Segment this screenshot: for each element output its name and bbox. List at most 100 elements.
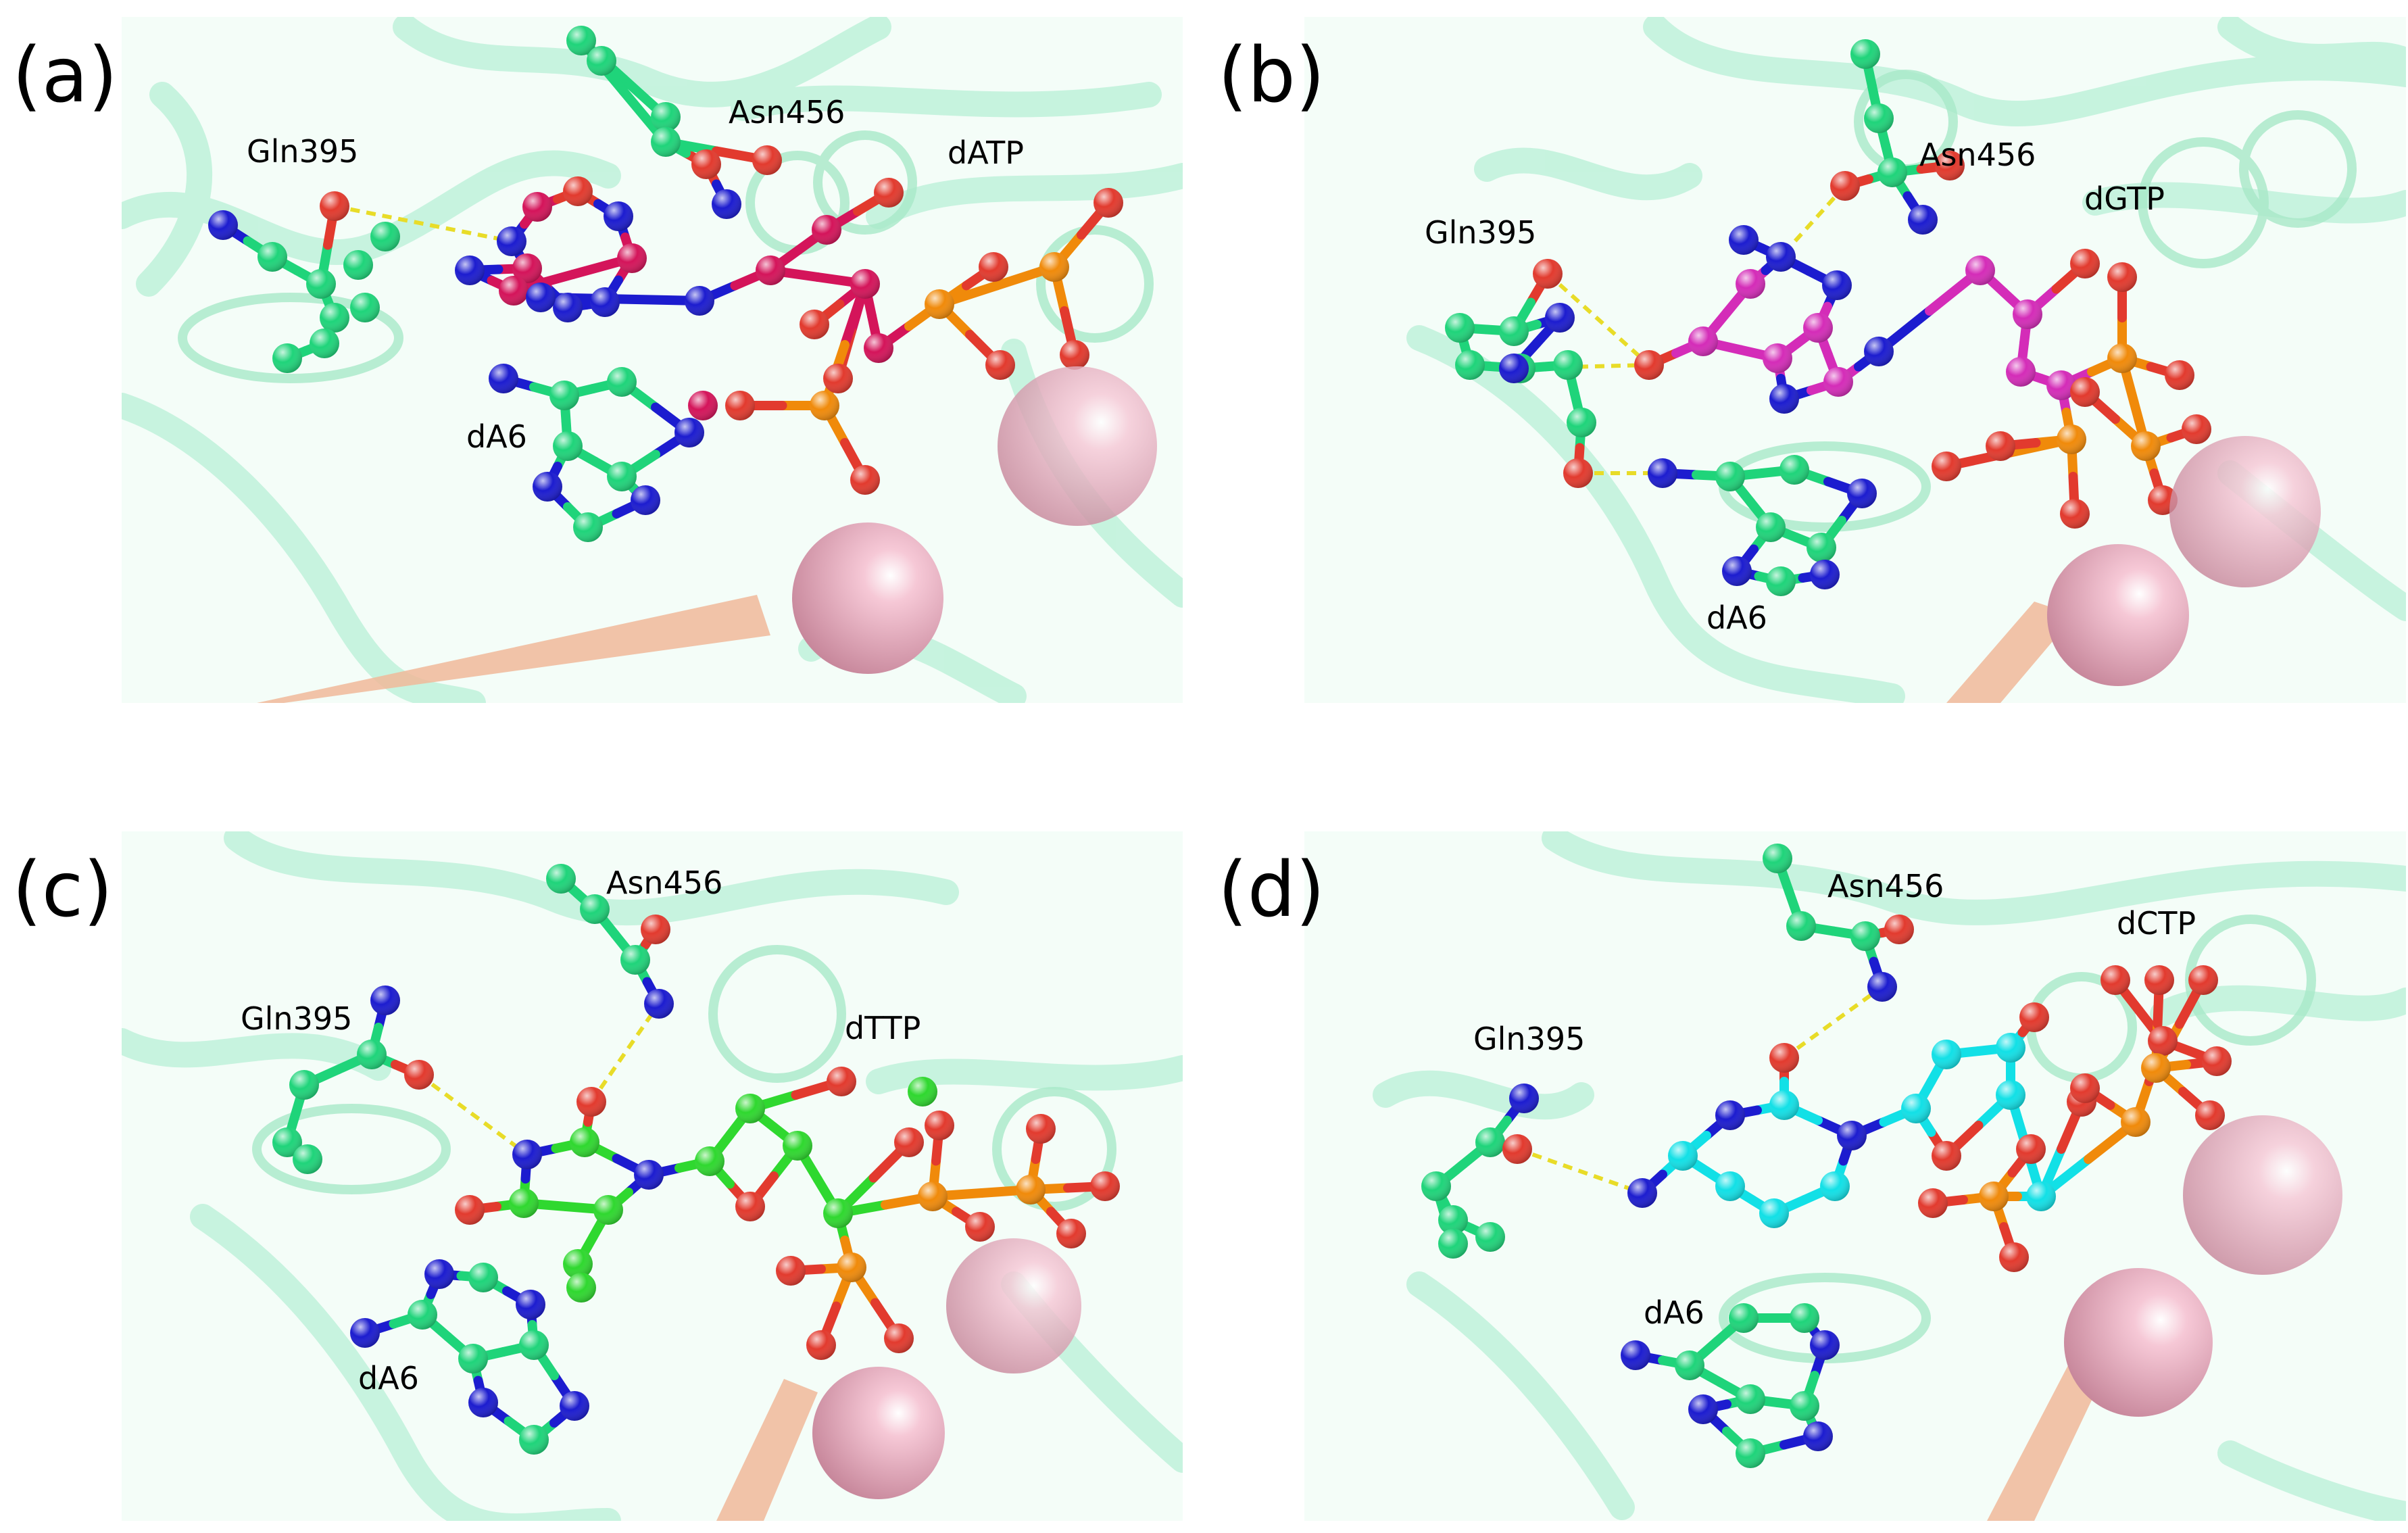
atom-shading [1803, 313, 1833, 343]
atom-shading [2141, 1053, 2171, 1083]
residue-label-gln: Gln395 [241, 1000, 352, 1037]
residue-label-template: dA6 [358, 1360, 419, 1396]
atom-shading [1627, 1178, 1657, 1208]
atom-shading [1502, 1134, 1532, 1164]
atom-shading [812, 215, 841, 245]
metal-ion-sphere [2169, 436, 2321, 587]
atom-shading [1908, 205, 1938, 235]
atom-shading [850, 465, 880, 495]
atoms [208, 26, 1123, 542]
atom-shading [2107, 262, 2137, 292]
panel-label: (a) [12, 32, 118, 120]
atom-shading [1475, 1222, 1505, 1252]
atom-shading [2202, 1046, 2232, 1076]
atom-shading [1850, 39, 1880, 69]
atom-shading [688, 391, 718, 420]
atom-shading [289, 1070, 319, 1100]
atom-shading [1729, 225, 1759, 255]
atom-shading [350, 1318, 380, 1348]
residue-label-gln: Gln395 [1425, 214, 1536, 251]
atom-shading [1648, 458, 1677, 488]
atom-shading [1769, 1043, 1799, 1073]
atom-shading [1999, 1242, 2029, 1272]
atom-shading [712, 189, 741, 219]
atom-shading [1864, 103, 1894, 133]
atom-shading [1763, 343, 1792, 373]
atom-shading [1965, 256, 1995, 285]
atom-shading [1766, 566, 1796, 596]
panel-label: (c) [12, 846, 113, 934]
atom-shading [310, 328, 339, 358]
panel-label: (d) [1218, 846, 1325, 934]
atom-shading [560, 1391, 589, 1421]
atom-shading [1455, 350, 1485, 380]
atom-shading [1935, 151, 1965, 180]
atom-shading [725, 391, 755, 420]
atom-shading [2070, 377, 2100, 407]
atom-shading [1039, 252, 1069, 282]
atom-shading [1736, 1384, 1765, 1414]
atom-shading [573, 512, 603, 542]
atom-shading [1736, 1438, 1765, 1468]
atom-shading [691, 149, 721, 179]
atom-shading [272, 343, 302, 373]
atom-shading [593, 1195, 623, 1225]
atom-shading [1932, 452, 1961, 481]
atom-shading [320, 303, 349, 333]
atom-shading [1688, 326, 1718, 356]
atom-shading [272, 1127, 302, 1157]
residue-label-template: dA6 [1706, 600, 1767, 636]
nucleotide-label: dGTP [2084, 180, 2165, 217]
atom-shading [1763, 844, 1792, 873]
atom-shading [306, 269, 336, 299]
atom-shading [1729, 1303, 1759, 1333]
atom-shading [1847, 479, 1877, 508]
atom-shading [2019, 1002, 2049, 1032]
atom-shading [2060, 499, 2090, 529]
panel-label: (b) [1218, 32, 1325, 120]
atoms [272, 864, 1120, 1455]
atom-shading [1675, 1350, 1704, 1380]
atom-shading [1884, 915, 1914, 944]
atom-shading [509, 1188, 539, 1218]
atom-shading [424, 1259, 454, 1289]
atom-shading [1715, 1100, 1745, 1130]
atom-shading [925, 1111, 954, 1140]
atom-shading [2070, 249, 2100, 278]
residue-label-gln: Gln395 [1473, 1021, 1585, 1057]
atom-shading [1979, 1182, 2009, 1211]
atom-shading [2057, 424, 2086, 454]
atom-shading [1756, 512, 1786, 542]
atom-shading [1715, 462, 1745, 491]
atom-shading [1090, 1171, 1120, 1201]
atom-shading [695, 1146, 724, 1176]
atom-shading [735, 1094, 765, 1123]
atom-shading [685, 286, 714, 316]
atom-shading [1621, 1340, 1650, 1370]
atom-shading [1634, 350, 1664, 380]
residue-label-asn: Asn456 [1827, 868, 1944, 904]
atom-shading [2182, 414, 2211, 444]
atom-shading [810, 391, 839, 420]
metal-ions [792, 366, 1157, 674]
atom-shading [979, 252, 1008, 282]
molecule-atoms [272, 864, 1120, 1455]
atom-shading [1769, 1090, 1799, 1120]
molecule-atoms [208, 26, 1123, 542]
atom-shading [604, 201, 633, 231]
atom-shading [2121, 1107, 2151, 1137]
hydrogen-bond [1783, 985, 1884, 1060]
metal-ion-sphere [946, 1238, 1081, 1373]
atom-shading [806, 1330, 836, 1360]
atom-shading [925, 289, 954, 319]
atom-shading [1736, 269, 1765, 299]
metal-ion-sphere [2064, 1268, 2213, 1417]
atom-shading [468, 1263, 498, 1292]
atom-shading [1016, 1175, 1046, 1204]
atom-shading [1445, 313, 1475, 343]
atom-shading [1094, 188, 1123, 218]
atom-shading [1060, 340, 1089, 370]
atom-shading [620, 945, 650, 975]
atom-shading [1668, 1141, 1698, 1171]
